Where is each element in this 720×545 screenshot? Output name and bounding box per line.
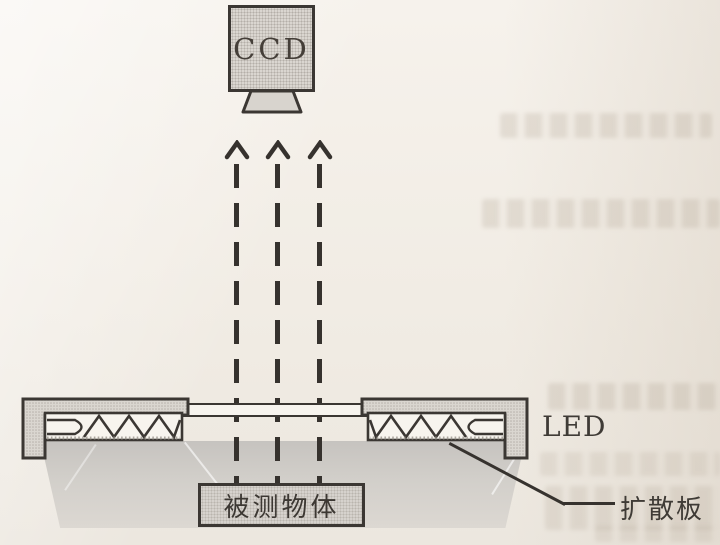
arrowhead-icon (224, 140, 250, 160)
light-ray-dashes (317, 164, 322, 483)
bleed-through-artifact (545, 486, 720, 530)
light-ray-arrow (265, 140, 291, 160)
ccd-camera: CCD (228, 5, 315, 92)
light-ray-dashes (275, 164, 280, 483)
led-lamp-icon (47, 418, 83, 436)
bleed-through-artifact (595, 526, 720, 542)
led-assembly-right (358, 396, 530, 464)
diffuser-leader-line (563, 502, 615, 505)
led-label: LED (542, 410, 607, 443)
light-ray-arrow (307, 140, 333, 160)
measured-object-label: 被测物体 (223, 492, 340, 523)
arrowhead-icon (265, 140, 291, 160)
led-assembly-left (20, 396, 192, 464)
diffuser-label: 扩散板 (620, 495, 705, 525)
arrowhead-icon (307, 140, 333, 160)
stage-plate (176, 403, 382, 417)
ccd-lens-mount (240, 89, 304, 115)
light-ray-arrow (224, 140, 250, 160)
bleed-through-artifact (482, 199, 720, 228)
bleed-through-artifact (540, 452, 720, 476)
bleed-through-artifact (548, 383, 720, 410)
measured-object-box: 被测物体 (198, 483, 365, 527)
bleed-through-artifact (500, 113, 712, 138)
ccd-label: CCD (233, 31, 310, 66)
diffuser-zigzag-icon (82, 413, 182, 440)
light-ray-dashes (234, 164, 239, 483)
